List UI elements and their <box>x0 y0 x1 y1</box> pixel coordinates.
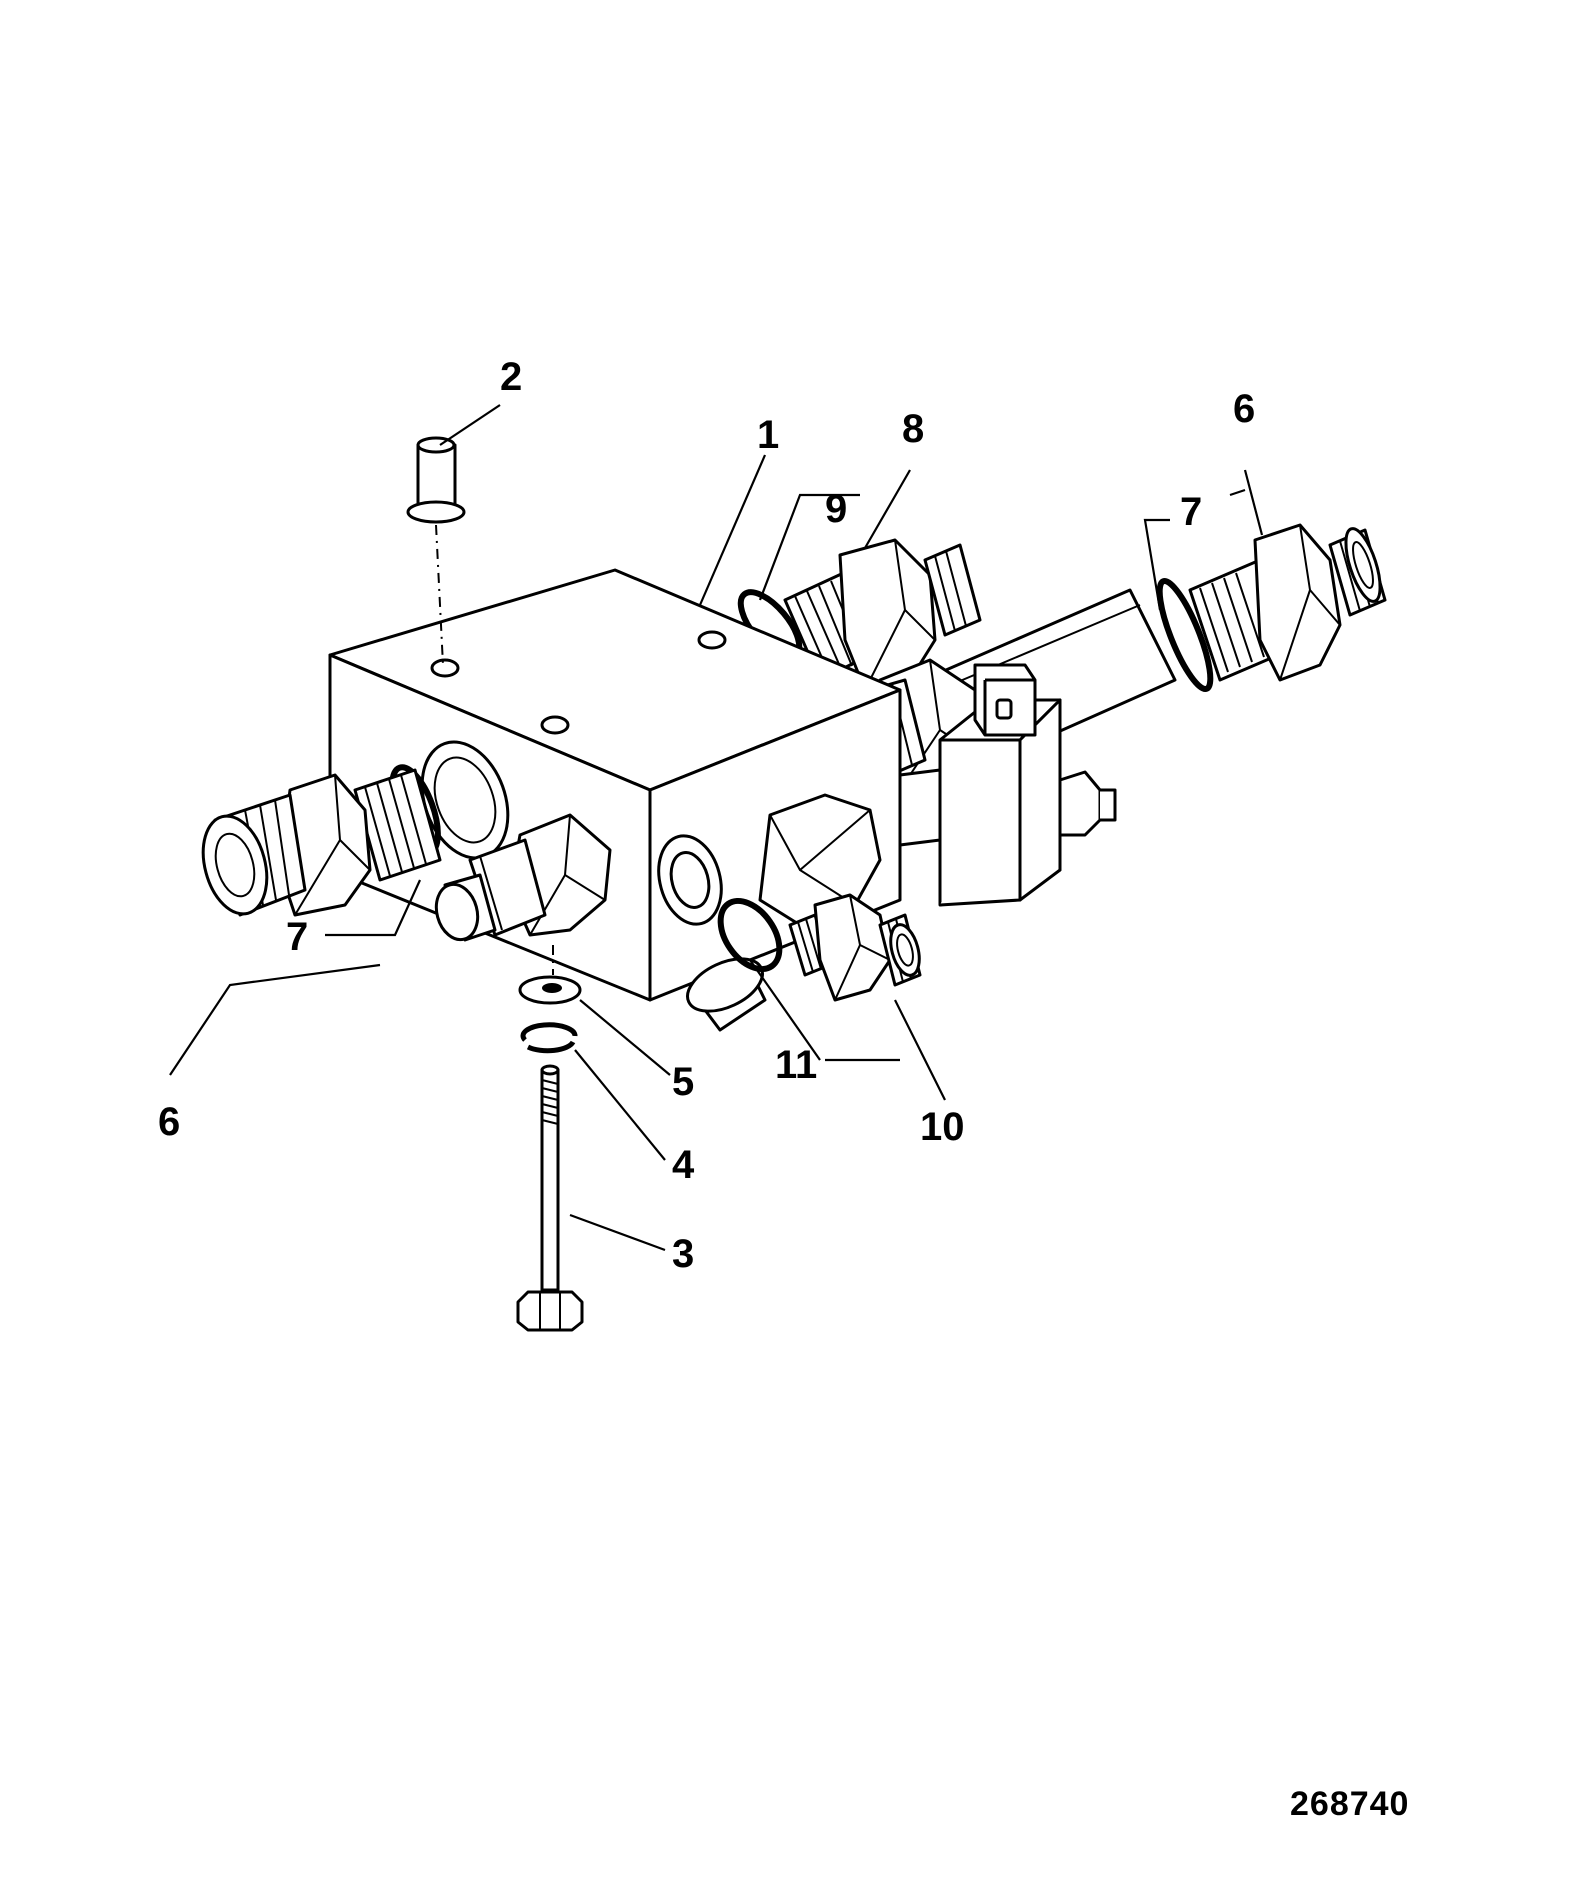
callout-5: 5 <box>672 1060 694 1104</box>
callout-10: 10 <box>920 1105 965 1149</box>
figure-reference-number: 268740 <box>1290 1785 1409 1823</box>
callout-4: 4 <box>672 1143 695 1187</box>
callout-6-left: 6 <box>158 1100 180 1144</box>
fitting-6-left <box>201 764 442 917</box>
leader-lines <box>169 404 1264 1252</box>
solenoid-coil <box>898 663 1117 907</box>
callout-6-right: 6 <box>1233 387 1255 431</box>
callout-9: 9 <box>825 487 847 531</box>
callout-8: 8 <box>902 407 924 451</box>
spring-washer-4 <box>520 1022 578 1054</box>
callout-3: 3 <box>672 1232 694 1276</box>
callout-11: 11 <box>775 1043 817 1087</box>
washer-5 <box>518 945 582 1005</box>
callout-labels: 1 2 3 4 5 6 6 7 7 8 9 10 11 <box>158 355 1255 1276</box>
dowel-pin-2 <box>406 436 466 666</box>
callout-2: 2 <box>500 355 522 399</box>
callout-7-right: 7 <box>1180 490 1202 534</box>
front-relief-valve <box>434 813 612 942</box>
fitting-10-assembly <box>717 893 922 1002</box>
bolt-3 <box>516 1064 584 1332</box>
callout-7-left: 7 <box>286 915 308 959</box>
callout-1: 1 <box>757 413 779 457</box>
